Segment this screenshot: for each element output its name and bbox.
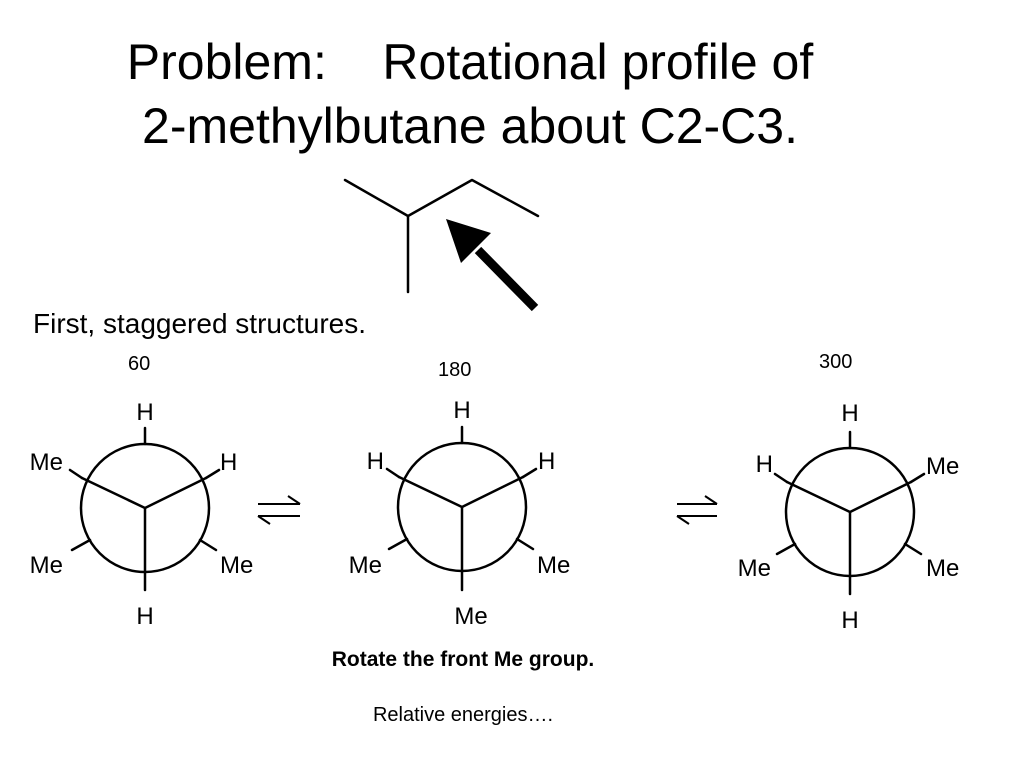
skeletal-structure xyxy=(343,178,540,294)
back-bond-lower-left xyxy=(387,537,409,551)
bond-arrow xyxy=(446,219,539,312)
title-line-2: 2-methylbutane about C2-C3. xyxy=(142,98,798,154)
newman-projection-60 xyxy=(68,426,221,592)
label-bottom: H xyxy=(136,603,153,630)
back-bond-lower-right xyxy=(515,537,535,551)
skeletal-chain xyxy=(343,178,540,218)
angle-label-2: 180 xyxy=(438,359,472,381)
front-bond-upper-left-ext xyxy=(385,467,401,479)
slide-title: Problem: Rotational profile of 2-methylb… xyxy=(0,30,940,158)
title-line-1: Problem: Rotational profile of xyxy=(126,34,814,90)
label-lower-right: Me xyxy=(537,552,570,579)
angle-label-1: 60 xyxy=(128,353,151,375)
subtitle: First, staggered structures. xyxy=(33,308,367,339)
footer-text: Relative energies…. xyxy=(372,704,554,726)
bond-arrow-head xyxy=(446,219,491,263)
label-bottom: Me xyxy=(454,603,487,630)
front-bond-left xyxy=(785,480,852,514)
angle-label-3: 300 xyxy=(819,351,853,373)
front-bond-left xyxy=(80,476,147,510)
label-top: H xyxy=(453,397,470,424)
front-bond-upper-right-ext xyxy=(204,468,221,480)
front-bond-upper-left-ext xyxy=(68,468,84,480)
bond-arrow-shaft xyxy=(474,246,539,312)
label-upper-left: H xyxy=(756,451,773,478)
back-bond-lower-left xyxy=(775,542,797,556)
front-bond-right xyxy=(143,476,208,510)
label-bottom: H xyxy=(841,607,858,634)
label-upper-left: H xyxy=(367,448,384,475)
label-top: H xyxy=(841,400,858,427)
newman-projection-300 xyxy=(773,430,926,596)
label-upper-right: H xyxy=(538,448,555,475)
front-bond-upper-left-ext xyxy=(773,472,789,484)
front-bond-right xyxy=(848,480,913,514)
back-bond-lower-left xyxy=(70,538,92,552)
front-bond-upper-right-ext xyxy=(909,472,926,484)
label-upper-right: Me xyxy=(926,453,959,480)
label-lower-left: Me xyxy=(738,555,771,582)
label-lower-right: Me xyxy=(220,552,253,579)
equilibrium-arrows-1 xyxy=(257,495,301,525)
back-bond-lower-right xyxy=(198,538,218,552)
label-lower-left: Me xyxy=(30,552,63,579)
back-bond-lower-right xyxy=(903,542,923,556)
rotate-caption: Rotate the front Me group. xyxy=(331,648,595,671)
label-upper-left: Me xyxy=(30,449,63,476)
label-lower-right: Me xyxy=(926,555,959,582)
label-lower-left: Me xyxy=(349,552,382,579)
equilibrium-arrows-2 xyxy=(676,495,718,525)
newman-projection-180 xyxy=(385,425,538,592)
label-upper-right: H xyxy=(220,449,237,476)
front-bond-upper-right-ext xyxy=(521,467,538,479)
front-bond-right xyxy=(460,475,525,509)
front-bond-left xyxy=(397,475,464,509)
label-top: H xyxy=(136,399,153,426)
